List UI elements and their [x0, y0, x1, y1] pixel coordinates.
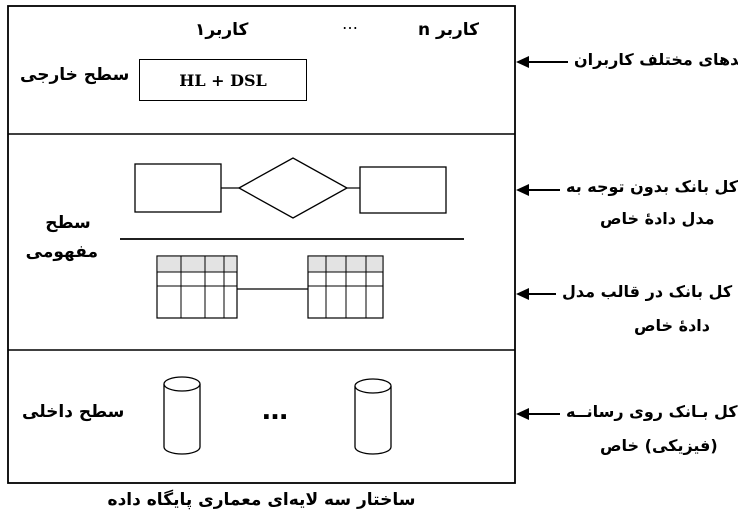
note-db-physical-line2: (فیزیکی) خاص	[600, 436, 718, 455]
storage-cylinder-left	[163, 376, 201, 455]
outer-frame	[7, 5, 516, 484]
note-user-views: دیدهای مختلف کاربران	[574, 50, 738, 69]
language-box: HL + DSL	[139, 59, 307, 101]
note-db-model-line2: دادهٔ خاص	[634, 316, 710, 335]
entity-box-right	[359, 166, 447, 214]
users-ellipsis: …	[342, 14, 358, 33]
storage-ellipsis: …	[262, 396, 288, 426]
er-schema	[134, 157, 447, 219]
conceptual-level-name-line1: سطح	[45, 213, 91, 233]
external-level-name: سطح خارجی	[20, 65, 130, 85]
note-db-independent-line1: کل بانک بدون توجه به	[566, 177, 738, 196]
user-1-label: کاربر۱	[195, 20, 249, 40]
relationship-diamond	[237, 157, 349, 219]
entity-box-left	[134, 163, 222, 213]
note-db-physical-line1: کل بـانک روی رسانــه	[566, 402, 738, 421]
note-db-model-line1: کل بانک در قالب مدل	[562, 282, 733, 301]
note-db-independent-line2: مدل دادهٔ خاص	[600, 209, 715, 228]
internal-level-name: سطح داخلی	[22, 402, 125, 422]
table-right	[307, 255, 384, 319]
diagram-caption: ساختار سه لایه‌ای معماری پایگاه داده	[107, 490, 416, 510]
conceptual-level-name-line2: مفهومی	[25, 242, 98, 262]
table-left	[156, 255, 238, 319]
user-n-label: کاربر n	[418, 20, 480, 40]
storage-cylinder-right	[354, 378, 392, 455]
